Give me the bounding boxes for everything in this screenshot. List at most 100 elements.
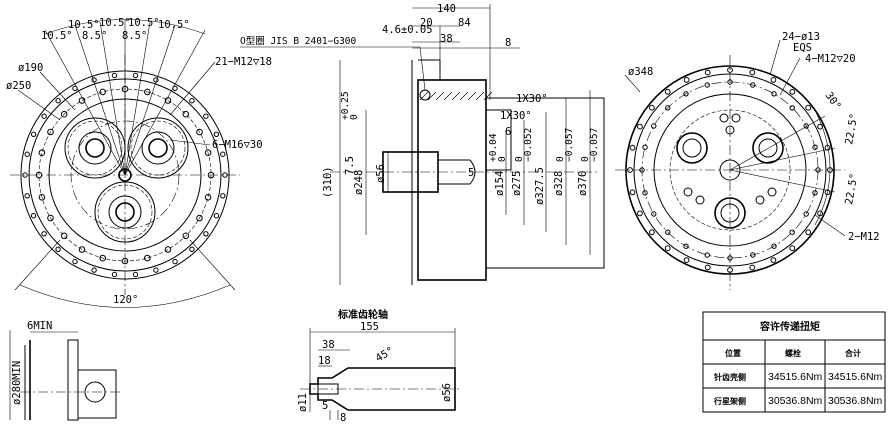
bolt-hole <box>203 231 209 237</box>
bolt-hole <box>789 88 796 95</box>
row1-position: 针齿壳侧 <box>714 372 746 382</box>
bolt-hole <box>132 72 139 79</box>
bolt-hole <box>642 190 648 196</box>
bolt-hole <box>727 79 733 85</box>
bolt-hole <box>55 98 61 104</box>
dim-275: ø275 <box>511 171 523 196</box>
planet-gear-2 <box>127 117 189 179</box>
bolt-hole <box>665 105 671 111</box>
angle-30: 30° <box>823 90 844 112</box>
bolt-hole <box>144 88 151 96</box>
bolt-hole <box>627 167 633 173</box>
bolt-hole <box>196 128 203 136</box>
dim-190: ø190 <box>18 62 43 74</box>
bolt-hole <box>704 69 711 76</box>
bolt-hole <box>664 88 671 95</box>
bolt-hole <box>172 258 178 265</box>
bolt-hole <box>664 245 671 252</box>
bolt-hole <box>683 243 689 249</box>
bolt-hole <box>213 213 220 219</box>
dim-140: 140 <box>437 3 456 15</box>
center-bore <box>719 159 741 181</box>
bolt-hole <box>789 245 796 252</box>
bolt-hole <box>727 67 733 73</box>
dim-5: 5 <box>468 167 474 179</box>
bolt-hole <box>189 98 195 104</box>
dim-38: 38 <box>322 339 335 351</box>
bolt-hole <box>648 229 655 236</box>
bolt-hole <box>30 213 37 219</box>
planet-gear-3 <box>94 181 156 243</box>
bolt-hole <box>789 105 795 111</box>
row1-total: 34515.6Nm <box>828 371 883 383</box>
bolt-hole <box>805 104 812 111</box>
bolt-hole <box>651 123 657 129</box>
bolt-hole <box>38 194 46 201</box>
dim-7-5-tol-lo: 0 <box>349 114 360 120</box>
angle-label-7: 8.5° <box>122 30 147 42</box>
table-title: 容许传递扭矩 <box>759 320 820 333</box>
dim-6: 6 <box>505 126 511 138</box>
bolt-hole <box>47 128 54 136</box>
bolt-hole <box>704 252 710 258</box>
header-bolt: 螺栓 <box>785 348 801 358</box>
bolt-hole <box>203 113 209 119</box>
row1-bolt: 34515.6Nm <box>768 371 823 383</box>
dim-328: ø328 <box>553 171 565 196</box>
dim-45: 45° <box>374 345 396 365</box>
bolt-hole <box>144 254 151 262</box>
bolt-hole <box>55 246 61 253</box>
bolt-hole <box>770 77 777 83</box>
row2-total: 30536.8Nm <box>828 395 883 407</box>
bolt-hole <box>803 211 809 217</box>
bolt-hole <box>78 97 86 104</box>
bolt-hole <box>72 258 78 265</box>
bolt-hole <box>629 189 636 196</box>
thread-m16: 6−M16▽30 <box>212 139 263 151</box>
bolt-hole <box>812 190 818 196</box>
dim-154: ø154 <box>494 171 506 196</box>
hatch-line <box>451 91 461 101</box>
bolt-hole <box>207 171 215 179</box>
bolt-hole <box>648 104 655 111</box>
bolt-hole <box>204 194 212 201</box>
bolt-hole <box>24 193 30 199</box>
holes-24: 24−ø13 <box>782 31 820 43</box>
dim-250: ø250 <box>6 80 31 92</box>
angle-label-6: 8.5° <box>82 30 107 42</box>
angle-label-3: 10.5° <box>99 17 131 29</box>
bolt-hole <box>164 246 172 253</box>
bolt-hole <box>683 257 690 264</box>
bolt-hole <box>727 267 733 273</box>
bolt-hole <box>817 210 823 217</box>
bolt-hole <box>651 211 657 217</box>
bolt-hole <box>196 214 203 222</box>
angle-22-5-b: 22.5° <box>843 172 860 205</box>
bolt-hole <box>771 243 777 249</box>
bolt-hole <box>789 229 795 235</box>
bolt-hole <box>637 210 643 217</box>
bolt-hole <box>704 82 710 88</box>
hatch-line <box>467 91 477 101</box>
header-total: 合计 <box>844 348 861 358</box>
dim-5: 5 <box>322 400 328 412</box>
bolt-hole <box>91 267 97 273</box>
dim-7-5-tol-hi: +0.25 <box>340 91 351 120</box>
torque-table: 容许传递扭矩 位置 螺栓 合计 针齿壳侧 34515.6Nm 34515.6Nm… <box>702 311 886 413</box>
dim-328-tol-hi: 0 <box>555 156 566 162</box>
thread-m12: 21−M12▽18 <box>215 56 272 68</box>
bolt-hole <box>750 82 756 88</box>
angle-label-4: 10.5° <box>128 17 160 29</box>
bolt-hole <box>222 172 228 178</box>
bolt-hole <box>60 110 68 118</box>
section-view: 140 20 84 4.6±0.05 38 8 O型圈 JIS B 2401−G… <box>240 3 605 285</box>
dim-84: 84 <box>458 17 471 29</box>
hatch-line <box>435 91 445 101</box>
bolt-hole <box>99 254 106 262</box>
bolt-hole <box>213 131 220 138</box>
dim-310: (310) <box>322 166 334 198</box>
dim-275-tol-hi: 0 <box>514 156 525 162</box>
bolt-hole <box>132 271 139 278</box>
bearing-bore-2 <box>752 132 784 164</box>
